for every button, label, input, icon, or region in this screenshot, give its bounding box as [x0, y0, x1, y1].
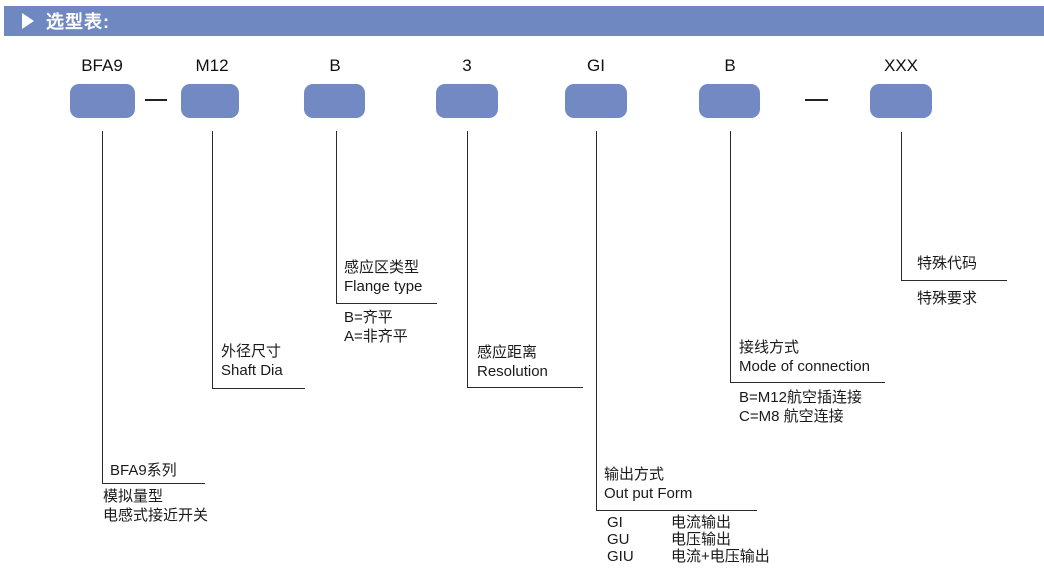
- field-title-en: Flange type: [344, 278, 423, 295]
- field-title-en: Resolution: [477, 363, 548, 380]
- field-title-zh: 输出方式: [604, 466, 665, 483]
- code-label-shaft-dia: M12: [195, 56, 229, 75]
- code-label-series: BFA9: [81, 56, 123, 75]
- field-title-en: Mode of connection: [739, 358, 870, 375]
- underline-special: [901, 280, 1007, 281]
- underline-resolution: [467, 387, 583, 388]
- field-title-flange: 感应区类型 Flange type: [344, 258, 422, 296]
- field-values-special: 特殊要求: [917, 289, 977, 308]
- value-line: 电感式接近开关: [103, 507, 209, 524]
- code-box-flange: [304, 84, 365, 118]
- field-title-en: Shaft Dia: [221, 362, 283, 379]
- code-label-flange: B: [329, 56, 341, 75]
- value-line: B=M12航空插连接: [739, 389, 862, 406]
- value-line: 特殊要求: [917, 290, 978, 307]
- option-row: GU 电压输出: [607, 531, 770, 548]
- field-title-zh: 接线方式: [739, 339, 800, 356]
- field-values-series: 模拟量型 电感式接近开关: [103, 487, 208, 525]
- code-label-special: XXX: [883, 56, 919, 75]
- option-row: GIU 电流+电压输出: [607, 548, 770, 565]
- section-title: 选型表:: [46, 12, 110, 32]
- field-title-resolution: 感应距离 Resolution: [477, 343, 548, 381]
- code-box-special: [870, 84, 932, 118]
- field-values-flange: B=齐平 A=非齐平: [344, 308, 408, 346]
- field-title-connection: 接线方式 Mode of connection: [739, 338, 870, 376]
- option-desc: 电压输出: [671, 531, 732, 548]
- separator-dash-icon: [145, 99, 167, 101]
- option-code: GU: [607, 531, 630, 548]
- option-desc: 电流+电压输出: [671, 548, 770, 565]
- field-title-series: BFA9系列: [110, 461, 177, 480]
- triangle-bullet-icon: [22, 13, 34, 29]
- code-label-connection: B: [724, 56, 736, 75]
- field-title-output: 输出方式 Out put Form: [604, 465, 692, 503]
- code-box-output: [565, 84, 627, 118]
- connector-line-shaft-dia: [212, 131, 213, 388]
- field-title-special: 特殊代码: [917, 254, 977, 273]
- code-label-output: GI: [587, 56, 605, 75]
- field-title-zh: BFA9系列: [110, 462, 177, 479]
- field-title-shaft-dia: 外径尺寸 Shaft Dia: [221, 342, 283, 380]
- value-line: 模拟量型: [103, 488, 164, 505]
- code-box-series: [70, 84, 135, 118]
- underline-flange: [336, 303, 437, 304]
- underline-series: [102, 483, 205, 484]
- option-desc: 电流输出: [671, 514, 732, 531]
- code-label-resolution: 3: [462, 56, 472, 75]
- section-header-bar: 选型表:: [4, 6, 1044, 36]
- underline-shaft-dia: [212, 388, 305, 389]
- value-line: B=齐平: [344, 309, 393, 326]
- option-code: GI: [607, 514, 623, 531]
- field-title-zh: 感应距离: [477, 344, 538, 361]
- connector-line-resolution: [467, 131, 468, 387]
- connector-line-flange: [336, 131, 337, 303]
- connector-line-special: [901, 132, 902, 280]
- field-title-en: Out put Form: [604, 485, 693, 502]
- value-line: C=M8 航空连接: [739, 408, 844, 425]
- value-line: A=非齐平: [344, 328, 408, 345]
- field-title-zh: 感应区类型: [344, 259, 420, 276]
- code-box-shaft-dia: [181, 84, 239, 118]
- option-code: GIU: [607, 548, 634, 565]
- underline-output: [596, 510, 757, 511]
- underline-connection: [730, 382, 885, 383]
- connector-line-output: [596, 131, 597, 510]
- option-row: GI 电流输出: [607, 514, 770, 531]
- code-box-connection: [699, 84, 760, 118]
- connector-line-connection: [730, 131, 731, 382]
- field-title-zh: 特殊代码: [917, 255, 978, 272]
- separator-dash-icon: [805, 99, 828, 101]
- field-title-zh: 外径尺寸: [221, 343, 282, 360]
- field-values-connection: B=M12航空插连接 C=M8 航空连接: [739, 388, 862, 426]
- output-options-list: GI 电流输出 GU 电压输出 GIU 电流+电压输出: [607, 514, 770, 565]
- connector-line-series: [102, 131, 103, 483]
- code-box-resolution: [436, 84, 498, 118]
